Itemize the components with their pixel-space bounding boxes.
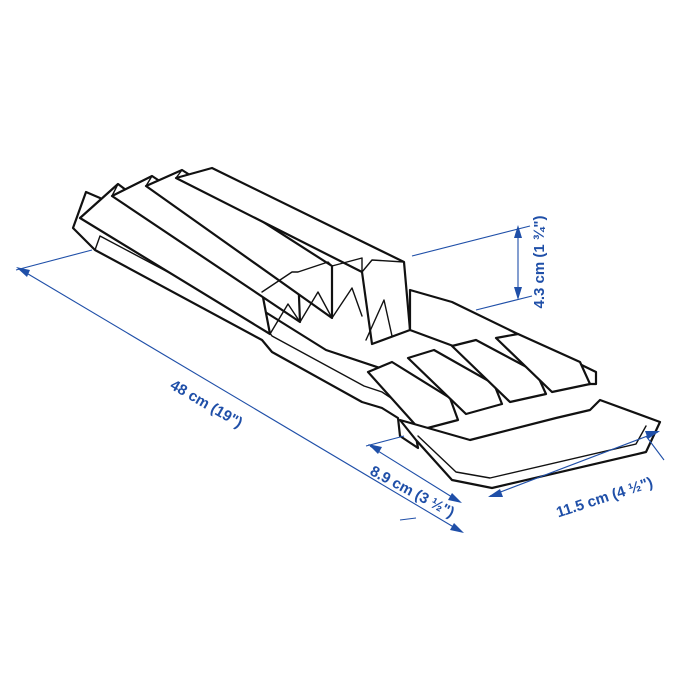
arrow-height-bottom (514, 287, 522, 300)
knife-tray-drawing (71, 166, 662, 490)
arrow-narrow-start (368, 444, 382, 454)
dimension-arrows (16, 225, 660, 533)
arrow-wide-end (645, 431, 660, 439)
slot-ridge-notches (269, 287, 393, 341)
length-extension-right (399, 517, 417, 521)
arrow-length-start (16, 267, 30, 277)
wide-width-label: 11.5 cm (4 ½") (554, 474, 655, 521)
wide-width-extension-right (645, 435, 665, 461)
tray-side-contour (94, 235, 401, 405)
height-label: 4.3 cm (1 ¾") (531, 216, 548, 309)
arrow-wide-start (488, 489, 503, 497)
front-tray-rim (417, 425, 647, 479)
length-dimension-line (17, 267, 463, 533)
length-label: 48 cm (19") (167, 377, 245, 432)
height-extension-bottom (475, 295, 533, 311)
small-ridge-1 (366, 360, 460, 432)
length-extension-left (15, 249, 93, 271)
slot-ridge-folds (111, 169, 405, 293)
small-ridge-2 (406, 348, 504, 416)
narrow-width-extension-top (365, 435, 405, 447)
arrow-height-top (514, 225, 522, 238)
arrow-length-end (450, 523, 464, 533)
front-tray (398, 398, 662, 490)
narrow-width-dimension-line (369, 445, 461, 503)
small-ridge-4 (494, 332, 592, 394)
small-ridge-3 (450, 338, 548, 404)
height-extension-top (411, 225, 531, 257)
wide-width-dimension-line (489, 431, 659, 497)
dimension-lines (15, 225, 665, 533)
arrow-narrow-end (448, 493, 462, 503)
